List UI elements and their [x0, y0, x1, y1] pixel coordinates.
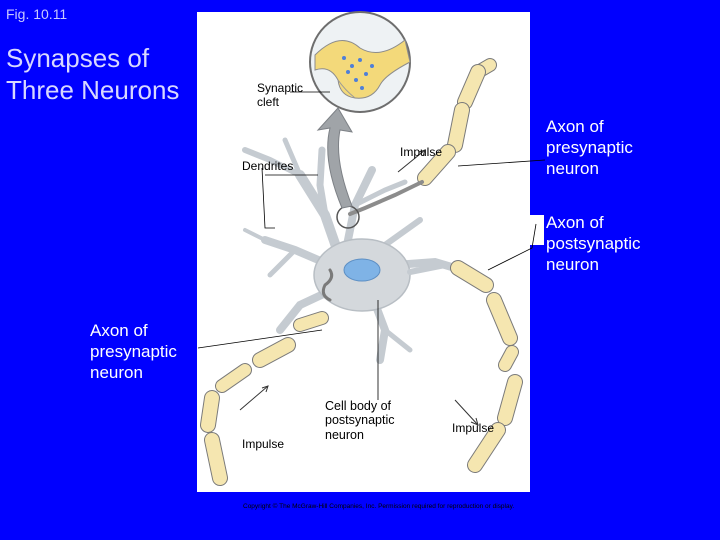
synapse-inset [309, 11, 411, 113]
magnify-arrow [316, 107, 353, 209]
axon-presynaptic-left [200, 268, 334, 486]
nucleus [343, 258, 381, 282]
slide-title: Synapses of Three Neurons [6, 43, 180, 105]
label-axon-presynaptic-left: Axon of presynaptic neuron [90, 321, 177, 382]
label-axon-postsynaptic: Axon of postsynaptic neuron [546, 213, 641, 274]
label-synaptic-cleft: Synaptic cleft [257, 81, 304, 109]
label-impulse-bottom-right: Impulse [452, 421, 495, 435]
label-cell-body: Cell body of postsynaptic neuron [325, 399, 395, 442]
copyright-notice: Copyright © The McGraw-Hill Companies, I… [243, 503, 515, 510]
label-axon-presynaptic-right: Axon of presynaptic neuron [546, 117, 633, 178]
label-dendrites: Dendrites [242, 159, 294, 173]
impulse-arrows [239, 149, 479, 426]
label-impulse-top: Impulse [400, 145, 443, 159]
label-impulse-bottom-left: Impulse [242, 437, 285, 451]
figure-label: Fig. 10.11 [6, 6, 68, 22]
axon-postsynaptic [407, 260, 523, 473]
leader-lines [197, 91, 546, 400]
